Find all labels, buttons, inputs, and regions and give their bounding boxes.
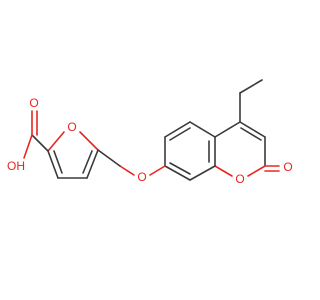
atom-hydroxyl: OH: [7, 159, 25, 173]
bond-furan-c4-c5: [86, 149, 99, 179]
bond-c5-c6: [164, 121, 191, 138]
bond-c5-c6-double: [169, 127, 191, 141]
bond-ch2-furan: [97, 149, 121, 167]
atom-ether-o: O: [137, 170, 146, 184]
bond-c4a-c5: [189, 121, 216, 138]
molecule-canvas: OH O O O O O: [7, 79, 293, 186]
bond-furan-c2-c3-double: [53, 150, 63, 174]
bond-furan-o-c2: [47, 131, 65, 152]
bond-furan-c2-c3: [47, 150, 59, 179]
atom-furan-o: O: [67, 120, 76, 134]
bond-cooh-hydroxyl: [23, 134, 33, 159]
bond-furan-c4-c5-double: [82, 150, 93, 174]
molecule-structure: OH O O O O O: [7, 79, 293, 186]
bond-ethyl-ch3: [239, 79, 263, 94]
atom-acid-carbonyl-o: O: [29, 96, 38, 110]
bond-c7-c8: [164, 165, 191, 181]
atom-lactone-carbonyl-o: O: [283, 160, 292, 174]
bond-furan-c5-o: [79, 131, 99, 151]
bond-c4-c3-double: [240, 127, 262, 141]
bond-c8-c8a: [189, 165, 216, 181]
bond-ether-o-ch2: [119, 165, 135, 176]
bond-c4-c3: [239, 121, 266, 138]
bond-c7-ether-o: [149, 165, 166, 176]
atom-lactone-ring-o: O: [235, 172, 244, 186]
bond-o1-c8a: [214, 165, 233, 177]
bond-c7-c8-double: [169, 162, 191, 175]
bond-c2-o1: [247, 165, 266, 177]
bond-c4a-c4: [214, 121, 241, 138]
bond-furan-c2-cooh: [31, 134, 49, 152]
